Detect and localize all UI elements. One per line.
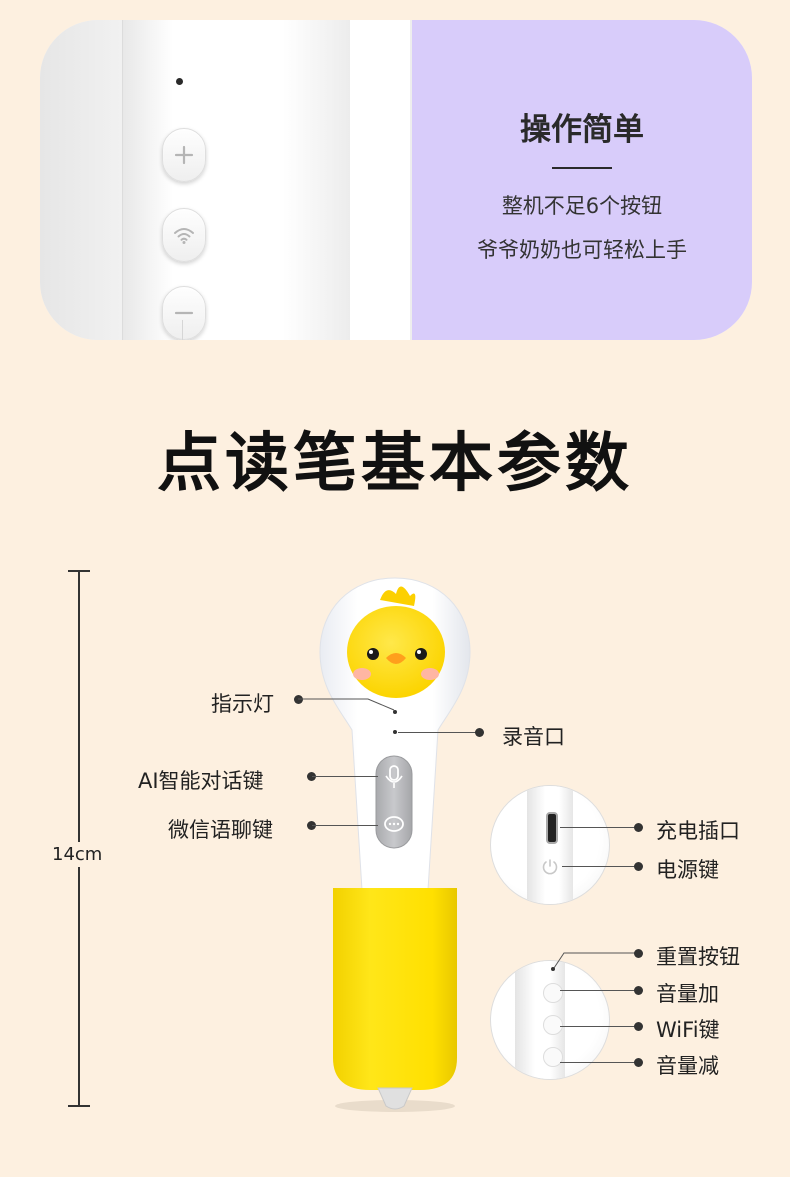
label-power-key: 电源键 <box>656 858 719 882</box>
wechat-voice-key-dot <box>307 821 316 830</box>
feature-line-2: 爷爷奶奶也可轻松上手 <box>477 238 687 262</box>
inset-pen-side <box>527 786 573 904</box>
ai-chat-key-leader <box>312 776 378 777</box>
volume-up-leader <box>560 990 638 991</box>
ai-chat-key-dot <box>307 772 316 781</box>
pen-body-closeup <box>122 20 352 340</box>
volume-up-button-inset <box>543 983 563 1003</box>
power-key-leader <box>562 866 638 867</box>
reset-hole <box>551 967 555 971</box>
reset-button-leader <box>553 952 640 969</box>
pen-seam <box>182 320 183 340</box>
volume-down-button-inset <box>543 1047 563 1067</box>
usb-c-port <box>546 812 558 844</box>
power-icon <box>542 859 558 875</box>
feature-divider <box>552 167 612 169</box>
label-charging-port: 充电插口 <box>656 819 740 843</box>
indicator-light-leader <box>298 698 395 711</box>
reading-pen-illustration <box>319 577 471 1112</box>
label-indicator-light: 指示灯 <box>211 692 274 716</box>
feature-title: 操作简单 <box>520 112 644 148</box>
pen-edge <box>350 20 410 340</box>
plus-icon <box>174 145 194 165</box>
charging-port-dot <box>634 823 643 832</box>
inset-side-buttons <box>490 960 610 1080</box>
pen-closeup-photo <box>40 20 412 340</box>
volume-up-dot <box>634 986 643 995</box>
chick-face-icon <box>347 586 445 698</box>
feature-panel: 操作简单 整机不足6个按钮 爷爷奶奶也可轻松上手 <box>412 20 752 340</box>
volume-down-button-closeup <box>162 286 206 340</box>
label-microphone: 录音口 <box>502 725 565 749</box>
inset-charging-port <box>490 785 610 905</box>
dimension-label: 14cm <box>52 842 103 867</box>
wifi-key-dot <box>634 1022 643 1031</box>
volume-up-button-closeup <box>162 128 206 182</box>
wifi-key-leader <box>560 1026 638 1027</box>
wifi-button-closeup <box>162 208 206 262</box>
label-volume-down: 音量减 <box>656 1054 719 1078</box>
reset-button-dot <box>634 949 643 958</box>
dimension-cap-bottom <box>68 1105 90 1107</box>
label-wifi-key: WiFi键 <box>656 1018 720 1042</box>
mic-icon <box>385 765 403 788</box>
volume-down-dot <box>634 1058 643 1067</box>
wechat-voice-key-leader <box>312 825 378 826</box>
microphone-dot <box>475 728 484 737</box>
wifi-button-inset <box>543 1015 563 1035</box>
chat-icon <box>384 816 404 832</box>
wifi-icon <box>174 228 194 244</box>
charging-port-leader <box>560 827 638 828</box>
label-ai-chat-key: AI智能对话键 <box>138 769 264 793</box>
label-wechat-voice-key: 微信语聊键 <box>168 818 273 842</box>
dimension-line <box>78 570 80 1107</box>
feature-line-1: 整机不足6个按钮 <box>501 194 663 218</box>
label-reset-button: 重置按钮 <box>656 945 740 969</box>
minus-icon <box>174 311 194 315</box>
volume-down-leader <box>560 1062 638 1063</box>
feature-card: 操作简单 整机不足6个按钮 爷爷奶奶也可轻松上手 <box>40 20 752 340</box>
mic-hole <box>176 78 183 85</box>
dimension-cap-top <box>68 570 90 572</box>
label-volume-up: 音量加 <box>656 982 719 1006</box>
microphone-leader <box>398 732 478 733</box>
section-heading: 点读笔基本参数 <box>157 427 633 501</box>
power-key-dot <box>634 862 643 871</box>
